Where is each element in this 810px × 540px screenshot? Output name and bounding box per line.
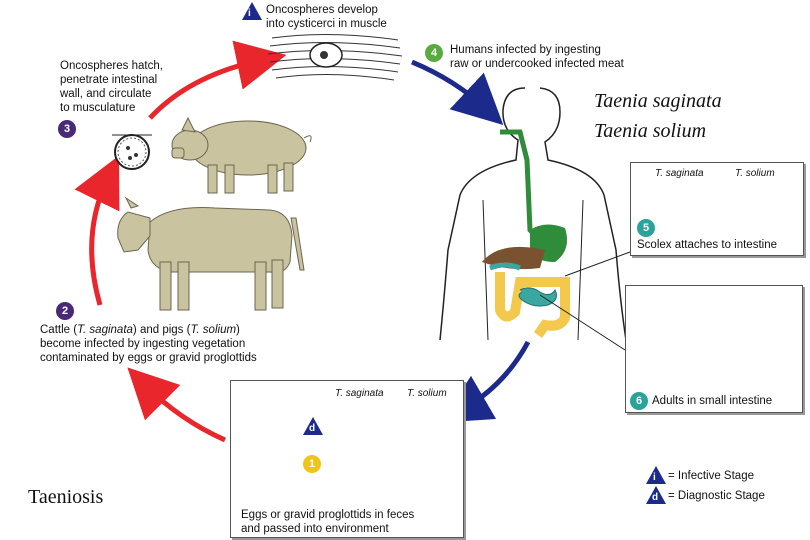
arrow-1-to-2 xyxy=(127,367,227,443)
stage-3-line3: wall, and circulate xyxy=(60,88,152,100)
arrow-3-to-i xyxy=(148,40,287,120)
cattle-illustration xyxy=(117,196,305,311)
stage-6-badge: 6 xyxy=(630,392,648,410)
stage-2-line1-d: T. solium xyxy=(190,324,237,336)
stage-1-species-b: T. solium xyxy=(407,388,447,399)
legend-diagnostic-letter: d xyxy=(652,492,659,503)
stage-6-box: 6 Adults in small intestine xyxy=(625,285,803,413)
infective-marker-letter-top: i xyxy=(248,8,251,19)
stage-i-line1: Oncospheres develop xyxy=(266,4,378,16)
cysticercus-muscle-illustration xyxy=(267,33,403,81)
stage-2-line3: contaminated by eggs or gravid proglotti… xyxy=(40,352,257,364)
disease-name: Taeniosis xyxy=(28,486,104,508)
diagnostic-stage-marker xyxy=(303,417,323,435)
stage-6-text: Adults in small intestine xyxy=(652,395,773,407)
stage-3-line4: to musculature xyxy=(60,102,136,114)
legend-diagnostic-icon xyxy=(646,486,666,504)
human-body-illustration xyxy=(439,87,631,351)
stage-2-line2: become infected by ingesting vegetation xyxy=(40,338,246,350)
overlay-species-line1: Taenia saginata xyxy=(594,90,722,112)
infective-stage-marker-top xyxy=(242,2,262,20)
overlay-species-line2: Taenia solium xyxy=(594,120,707,142)
oncosphere-illustration xyxy=(112,134,152,170)
stage-4-line2: raw or undercooked infected meat xyxy=(450,58,624,70)
stage-5-text: Scolex attaches to intestine xyxy=(637,239,777,251)
stage-3-line1: Oncospheres hatch, xyxy=(60,60,163,72)
stage-2-line1-c: ) and pigs ( xyxy=(132,324,191,336)
stage-1-line1: Eggs or gravid proglottids in feces xyxy=(241,509,415,521)
arrow-2-to-3 xyxy=(74,155,120,306)
stage-2-line1-e: ) xyxy=(236,324,240,336)
pig-illustration xyxy=(171,116,312,194)
stage-4-badge: 4 xyxy=(425,44,443,62)
stage-2-badge: 2 xyxy=(56,302,74,320)
legend-diagnostic-text: = Diagnostic Stage xyxy=(668,490,765,502)
arrow-i-to-4 xyxy=(411,59,504,126)
stage-3-badge: 3 xyxy=(58,120,76,138)
legend-infective-letter: i xyxy=(653,472,656,483)
stage-5-box: T. saginata T. solium 5 Scolex attaches … xyxy=(630,162,804,256)
legend-infective-text: = Infective Stage xyxy=(668,470,754,482)
arrow-6-to-1 xyxy=(440,340,531,423)
legend-infective-icon xyxy=(646,466,666,484)
stage-3-line2: penetrate intestinal xyxy=(60,74,158,86)
stage-1-badge: 1 xyxy=(303,455,321,473)
stage-5-badge: 5 xyxy=(637,219,655,237)
stage-1-box: T. saginata T. solium d 1 Eggs or gravid… xyxy=(230,380,464,538)
stage-1-species-a: T. saginata xyxy=(335,388,384,399)
stage-1-line2: and passed into environment xyxy=(241,523,389,535)
stage-i-line2: into cysticerci in muscle xyxy=(266,18,387,30)
diagnostic-marker-letter: d xyxy=(309,423,316,434)
stage-2-line1-a: Cattle ( xyxy=(40,324,78,336)
stage-4-line1: Humans infected by ingesting xyxy=(450,44,601,56)
stage-2-line1: Cattle (T. saginata) and pigs (T. solium… xyxy=(40,324,240,337)
stage-5-species-b: T. solium xyxy=(735,168,775,179)
stage-5-species-a: T. saginata xyxy=(655,168,704,179)
stage-2-line1-b: T. saginata xyxy=(77,324,133,336)
